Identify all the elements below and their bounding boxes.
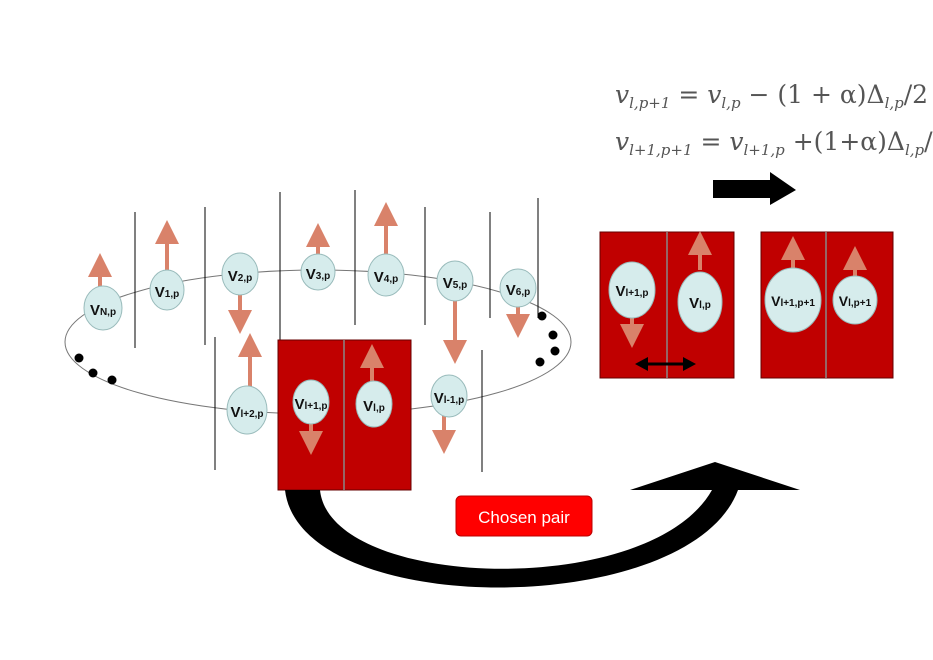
chosen-pair-label: Chosen pair [478,508,570,527]
svg-text:Vl,p+1: Vl,p+1 [839,293,872,309]
ring-node: Vl+2,p [226,385,268,435]
ring-node: V3,p [300,253,336,291]
svg-text:V5,p: V5,p [443,275,467,292]
svg-text:Vl,p: Vl,p [689,295,711,312]
eq1-v-sub: l,p [721,94,741,112]
eq2-lhs-sub: l+1,p+1 [629,141,692,159]
svg-text:Vl+1,p: Vl+1,p [615,283,648,300]
ring-node: V6,p [499,268,537,308]
curved-arrow-icon [285,462,800,588]
eq1-equals: = [670,80,707,109]
equation-2: vl+1,p+1 = vl+1,p +(1+α)Δl,p/2 [615,127,933,159]
eq2-mid: +(1+α)Δ [785,127,905,156]
eq1-mid: − (1 + α)Δ [741,80,885,109]
pair-node: Vl+1,p+1 [764,267,822,333]
ring-node: V2,p [221,252,259,296]
eq1-lhs-sub: l,p+1 [629,94,670,112]
ring-node: Vl-1,p [430,374,468,418]
divider-lines [134,190,539,472]
eq2-end: /2 [924,127,933,156]
pair-node: Vl,p [677,271,723,333]
eq2-lhs: v [615,127,629,156]
before-update-pair: Vl+1,p Vl,p [599,231,735,379]
svg-text:Vl-1,p: Vl-1,p [434,390,465,407]
ellipsis-dots [74,311,560,385]
eq2-v: v [729,127,743,156]
svg-text:Vl+2,p: Vl+2,p [230,404,263,421]
svg-text:VN,p: VN,p [90,302,116,319]
svg-text:Vl+1,p: Vl+1,p [294,396,327,413]
swap-arrow-icon [635,357,696,371]
eq2-delta-sub: l,p [905,141,925,159]
ring-node: V4,p [367,253,405,297]
eq1-v: v [707,80,721,109]
chosen-pair-label-box: Chosen pair [455,495,593,537]
svg-text:V2,p: V2,p [228,268,252,285]
svg-text:V4,p: V4,p [374,269,398,286]
svg-text:V6,p: V6,p [506,282,530,299]
equation-1: vl,p+1 = vl,p − (1 + α)Δl,p/2 [615,80,928,112]
ring-node: Vl+1,p [292,379,330,425]
ring-node: VN,p [83,285,123,331]
eq1-lhs: v [615,80,629,109]
svg-text:Vl,p: Vl,p [363,398,385,415]
svg-text:V1,p: V1,p [155,284,179,301]
ring-node: V1,p [149,269,185,311]
eq2-v-sub: l+1,p [744,141,786,159]
ring-node: V5,p [436,260,474,302]
velocity-arrows [88,202,530,455]
eq1-delta-sub: l,p [885,94,905,112]
svg-text:Vl+1,p+1: Vl+1,p+1 [771,293,815,309]
pair-node: Vl,p+1 [832,275,878,325]
eq2-equals: = [693,127,730,156]
right-arrow-icon [713,172,796,205]
svg-text:V3,p: V3,p [306,266,330,283]
eq1-end: /2 [904,80,928,109]
ring-nodes: VN,p V1,p V2,p V3,p V4,p V5,p V6,p Vl-1 [83,252,537,435]
equations: vl,p+1 = vl,p − (1 + α)Δl,p/2 vl+1,p+1 =… [615,80,933,159]
ring-node: Vl,p [355,380,393,428]
pair-node: Vl+1,p [608,261,656,319]
after-update-pair: Vl+1,p+1 Vl,p+1 [760,231,894,379]
